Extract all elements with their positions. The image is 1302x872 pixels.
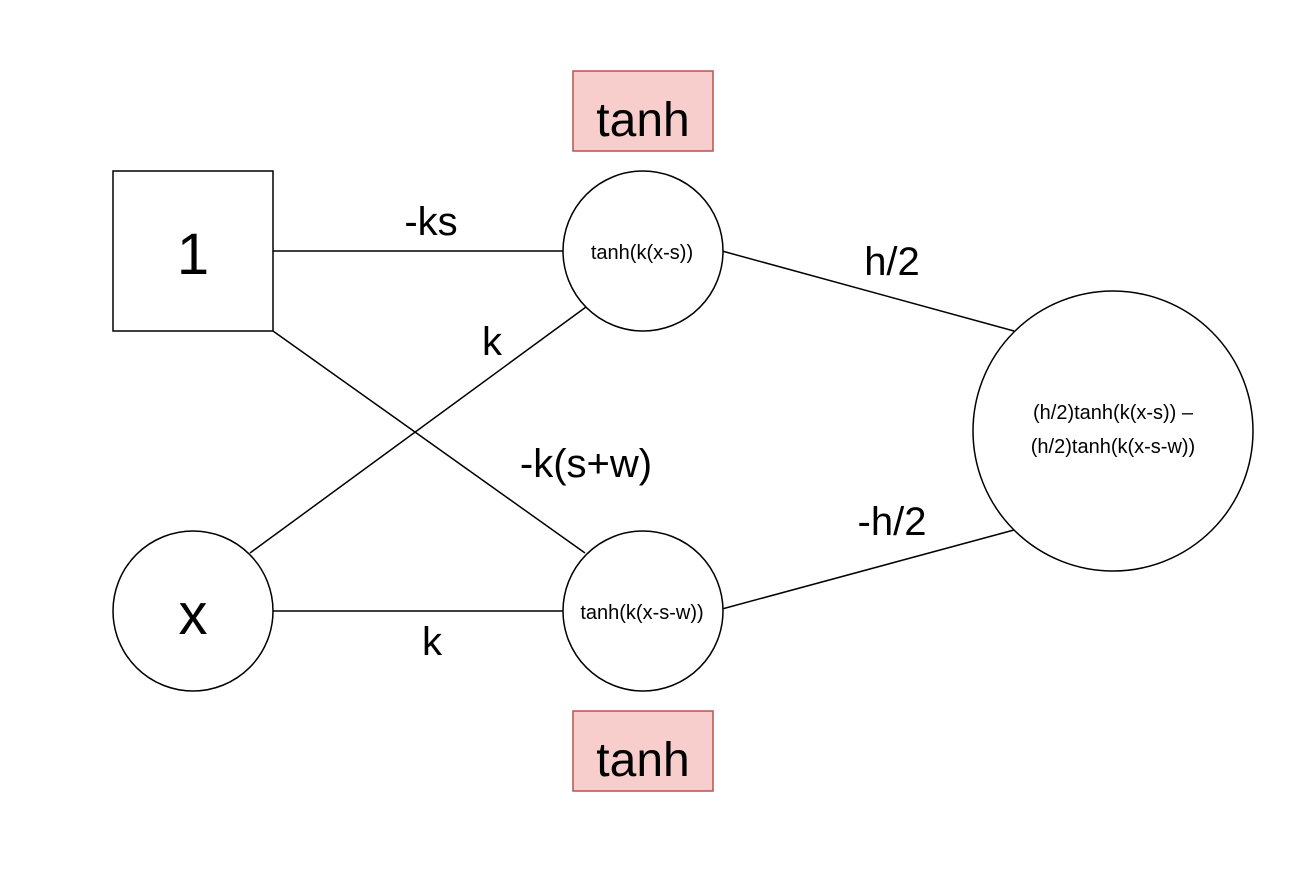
edge-input-to-top bbox=[249, 306, 587, 554]
input-node bbox=[112, 530, 274, 692]
hidden-node-bottom-label: tanh(k(x-s-w)) bbox=[580, 602, 703, 624]
hidden-node-top-label: tanh(k(x-s)) bbox=[591, 242, 693, 264]
output-node-label-line2: (h/2)tanh(k(x-s-w)) bbox=[1031, 436, 1195, 458]
bias-node-label: 1 bbox=[177, 222, 209, 287]
output-node bbox=[972, 290, 1254, 572]
input-node-label: x bbox=[179, 582, 208, 647]
activation-tag-bottom-box bbox=[572, 710, 714, 792]
activation-tag-top-label: tanh bbox=[596, 94, 689, 147]
edge-bias-to-bottom bbox=[272, 330, 586, 554]
output-node-label-line1: (h/2)tanh(k(x-s)) – bbox=[1033, 402, 1194, 424]
edge-label-bias-to-bottom: -k(s+w) bbox=[520, 442, 652, 486]
activation-tag-top-box bbox=[572, 70, 714, 152]
edge-top-to-output bbox=[721, 250, 1015, 332]
hidden-node-bottom bbox=[562, 530, 724, 692]
bias-node bbox=[112, 170, 274, 332]
edge-label-bottom-to-output: -h/2 bbox=[858, 500, 927, 544]
hidden-node-top bbox=[562, 170, 724, 332]
edge-label-top-to-output: h/2 bbox=[864, 240, 920, 284]
edge-label-input-to-bottom: k bbox=[422, 620, 443, 664]
activation-tag-bottom-label: tanh bbox=[596, 734, 689, 787]
edge-bottom-to-output bbox=[721, 529, 1015, 610]
edge-label-input-to-top: k bbox=[482, 320, 503, 364]
edge-label-bias-to-top: -ks bbox=[404, 200, 457, 244]
